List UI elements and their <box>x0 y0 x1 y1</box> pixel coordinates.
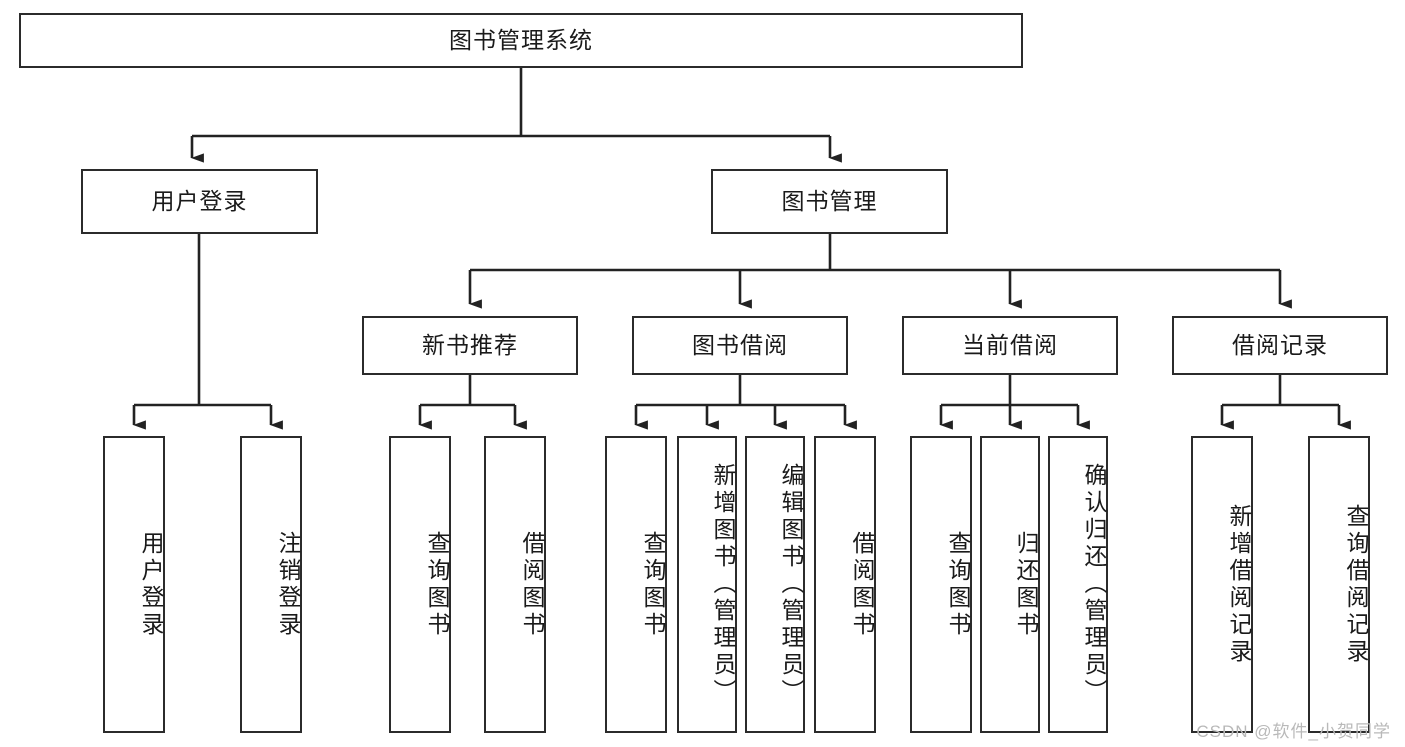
leaf-book-borrow-borrow-book[interactable]: 借阅图书 <box>814 436 876 733</box>
leaf-current-borrow-query-book[interactable]: 查询图书 <box>910 436 972 733</box>
leaf-new-book-borrow-book[interactable]: 借阅图书 <box>484 436 546 733</box>
leaf-user-login-login[interactable]: 用户登录 <box>103 436 165 733</box>
node-label: 查询图书 <box>945 530 971 639</box>
node-label: 查询图书 <box>424 530 450 639</box>
node-label: 图书管理 <box>781 187 878 214</box>
watermark-text: CSDN @软件_小贺同学 <box>1196 722 1391 741</box>
node-label: 新书推荐 <box>422 331 518 358</box>
node-label: 新增图书（管理员） <box>710 463 736 706</box>
node-label: 确认归还（管理员） <box>1081 463 1107 706</box>
node-new-book-recommend[interactable]: 新书推荐 <box>362 316 578 375</box>
node-label: 当前借阅 <box>962 331 1058 358</box>
node-label: 用户登录 <box>138 530 164 639</box>
leaf-borrow-record-add-record[interactable]: 新增借阅记录 <box>1191 436 1253 733</box>
node-label: 用户登录 <box>151 187 248 214</box>
node-label: 归还图书 <box>1013 530 1039 639</box>
node-label: 查询借阅记录 <box>1343 503 1369 666</box>
node-label: 查询图书 <box>640 530 666 639</box>
node-book-management[interactable]: 图书管理 <box>711 169 948 234</box>
node-label: 借阅记录 <box>1232 331 1328 358</box>
leaf-book-borrow-edit-book-admin[interactable]: 编辑图书（管理员） <box>745 436 805 733</box>
leaf-new-book-query-book[interactable]: 查询图书 <box>389 436 451 733</box>
node-label: 新增借阅记录 <box>1226 503 1252 666</box>
node-root-book-management-system[interactable]: 图书管理系统 <box>19 13 1023 68</box>
node-borrow-record[interactable]: 借阅记录 <box>1172 316 1388 375</box>
node-user-login[interactable]: 用户登录 <box>81 169 318 234</box>
node-label: 注销登录 <box>275 530 301 639</box>
leaf-book-borrow-add-book-admin[interactable]: 新增图书（管理员） <box>677 436 737 733</box>
node-label: 图书管理系统 <box>449 26 593 53</box>
node-label: 编辑图书（管理员） <box>778 463 804 706</box>
node-label: 借阅图书 <box>519 530 545 639</box>
leaf-current-borrow-return-book[interactable]: 归还图书 <box>980 436 1040 733</box>
node-label: 图书借阅 <box>692 331 788 358</box>
leaf-current-borrow-confirm-return-admin[interactable]: 确认归还（管理员） <box>1048 436 1108 733</box>
leaf-user-login-logout[interactable]: 注销登录 <box>240 436 302 733</box>
leaf-borrow-record-query-record[interactable]: 查询借阅记录 <box>1308 436 1370 733</box>
node-label: 借阅图书 <box>849 530 875 639</box>
leaf-book-borrow-query-book[interactable]: 查询图书 <box>605 436 667 733</box>
node-current-borrow[interactable]: 当前借阅 <box>902 316 1118 375</box>
node-book-borrow[interactable]: 图书借阅 <box>632 316 848 375</box>
